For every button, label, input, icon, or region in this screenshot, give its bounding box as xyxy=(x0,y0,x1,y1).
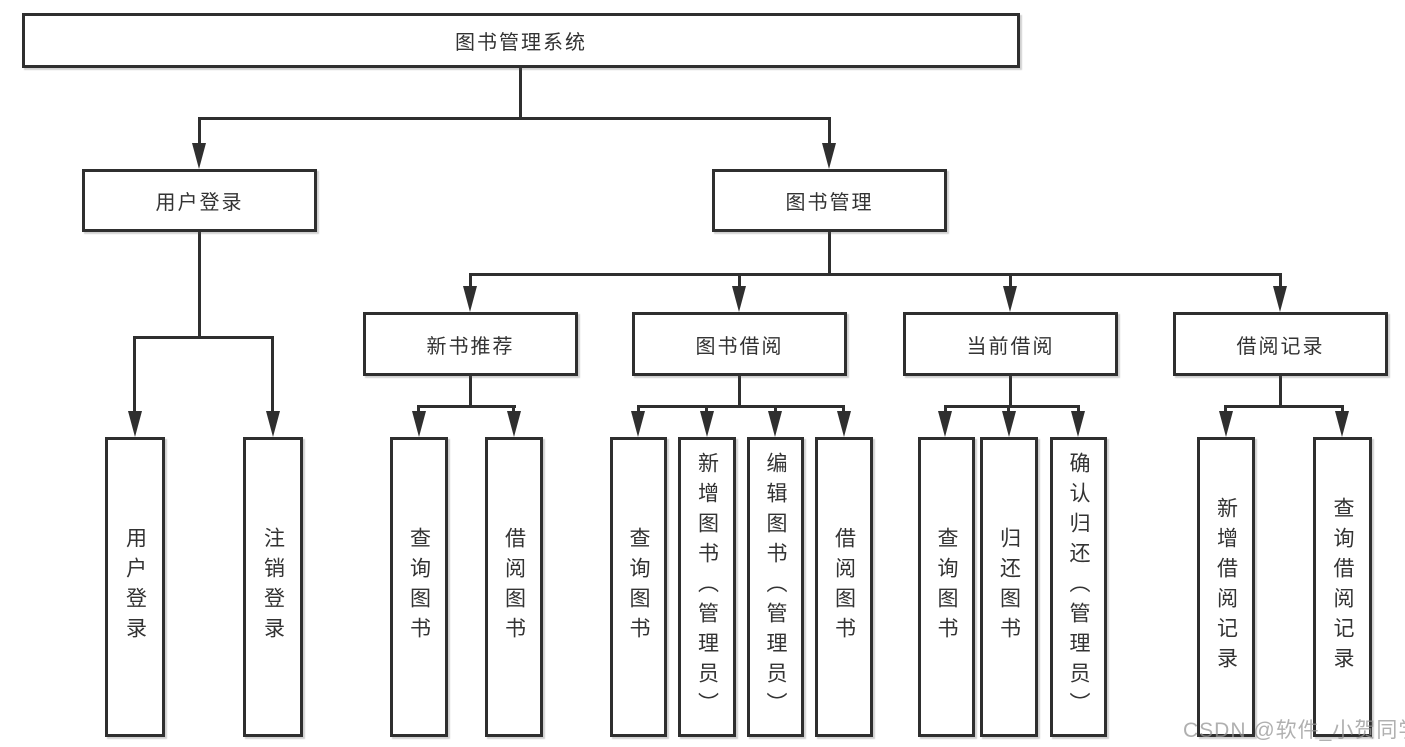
arrowhead-leaf-user-login xyxy=(128,411,142,437)
leaf-records-query: 查询借阅记录 xyxy=(1313,437,1372,737)
connector-arm-bb-edit xyxy=(774,405,777,412)
connector-arm-br-add xyxy=(1224,405,1227,412)
leaf-records-add: 新增借阅记录 xyxy=(1197,437,1255,737)
connector-mgmt-branch xyxy=(469,273,1281,276)
connector-records-stub xyxy=(1279,376,1282,408)
leaf-borrow-query-label: 查询图书 xyxy=(627,527,650,647)
arrowhead-nb-borrow xyxy=(507,411,521,437)
node-book-borrow-label: 图书借阅 xyxy=(695,335,784,358)
arrowhead-book-mgmt xyxy=(822,143,836,169)
connector-arm-book-borrow xyxy=(738,273,741,287)
leaf-current-return-label: 归还图书 xyxy=(997,527,1021,647)
node-book-mgmt: 图书管理 xyxy=(712,169,947,232)
arrowhead-bb-borrow xyxy=(837,411,851,437)
connector-root-stub xyxy=(519,68,522,119)
connector-mgmt-stub xyxy=(828,232,831,276)
connector-arm-borrow-records xyxy=(1279,273,1282,287)
arrowhead-cb-return xyxy=(1002,411,1016,437)
arrowhead-leaf-logout xyxy=(266,411,280,437)
arrowhead-bb-query xyxy=(631,411,645,437)
arrowhead-br-query xyxy=(1335,411,1349,437)
leaf-newbooks-query: 查询图书 xyxy=(390,437,448,737)
leaf-borrow-borrow: 借阅图书 xyxy=(815,437,873,737)
leaf-current-return: 归还图书 xyxy=(980,437,1038,737)
leaf-newbooks-borrow: 借阅图书 xyxy=(485,437,543,737)
connector-arm-bb-borrow xyxy=(842,405,845,412)
connector-currentborrow-branch xyxy=(944,405,1080,408)
connector-login-stub xyxy=(198,232,201,339)
leaf-newbooks-borrow-label: 借阅图书 xyxy=(502,527,526,647)
connector-arm-cb-return xyxy=(1007,405,1010,412)
leaf-logout: 注销登录 xyxy=(243,437,303,737)
leaf-borrow-add-label: 新增图书（管理员） xyxy=(695,452,719,722)
connector-newbooks-branch xyxy=(417,405,516,408)
leaf-logout-label: 注销登录 xyxy=(261,527,285,647)
connector-arm-leaf-logout xyxy=(271,336,274,412)
arrowhead-new-books xyxy=(463,286,477,312)
leaf-user-login: 用户登录 xyxy=(105,437,165,737)
node-borrow-records: 借阅记录 xyxy=(1173,312,1388,376)
arrowhead-book-borrow xyxy=(732,286,746,312)
node-new-books: 新书推荐 xyxy=(363,312,578,376)
leaf-borrow-edit: 编辑图书（管理员） xyxy=(747,437,804,737)
connector-arm-bb-add xyxy=(705,405,708,412)
arrowhead-borrow-records xyxy=(1273,286,1287,312)
connector-arm-current-borrow xyxy=(1009,273,1012,287)
connector-newbooks-stub xyxy=(469,376,472,408)
node-current-borrow-label: 当前借阅 xyxy=(966,335,1055,358)
connector-arm-nb-query xyxy=(417,405,420,412)
arrowhead-bb-add xyxy=(700,411,714,437)
connector-bookborrow-branch xyxy=(637,405,845,408)
node-new-books-label: 新书推荐 xyxy=(426,335,515,358)
connector-arm-new-books xyxy=(469,273,472,287)
arrowhead-bb-edit xyxy=(768,411,782,437)
connector-arm-cb-query xyxy=(944,405,947,412)
connector-arm-book-mgmt xyxy=(828,117,831,144)
node-borrow-records-label: 借阅记录 xyxy=(1236,335,1325,358)
leaf-borrow-query: 查询图书 xyxy=(610,437,667,737)
connector-currentborrow-stub xyxy=(1009,376,1012,408)
node-user-login: 用户登录 xyxy=(82,169,317,232)
connector-root-branch xyxy=(198,117,831,120)
leaf-records-add-label: 新增借阅记录 xyxy=(1214,497,1238,677)
connector-arm-user-login xyxy=(198,117,201,144)
leaf-newbooks-query-label: 查询图书 xyxy=(407,527,431,647)
connector-arm-br-query xyxy=(1341,405,1344,412)
leaf-current-query: 查询图书 xyxy=(918,437,975,737)
connector-arm-nb-borrow xyxy=(512,405,515,412)
leaf-borrow-borrow-label: 借阅图书 xyxy=(832,527,856,647)
leaf-current-confirm: 确认归还（管理员） xyxy=(1050,437,1107,737)
leaf-current-confirm-label: 确认归还（管理员） xyxy=(1067,452,1090,722)
connector-records-branch xyxy=(1224,405,1344,408)
arrowhead-user-login xyxy=(192,143,206,169)
connector-arm-bb-query xyxy=(637,405,640,412)
node-book-borrow: 图书借阅 xyxy=(632,312,847,376)
node-root-label: 图书管理系统 xyxy=(455,32,587,54)
connector-arm-leaf-user-login xyxy=(133,336,136,412)
leaf-records-query-label: 查询借阅记录 xyxy=(1331,497,1354,677)
node-root: 图书管理系统 xyxy=(22,13,1020,68)
csdn-watermark: CSDN @软件_小贺同学 xyxy=(1183,719,1405,742)
leaf-borrow-add: 新增图书（管理员） xyxy=(678,437,736,737)
node-current-borrow: 当前借阅 xyxy=(903,312,1118,376)
arrowhead-nb-query xyxy=(412,411,426,437)
arrowhead-cb-confirm xyxy=(1071,411,1085,437)
node-user-login-label: 用户登录 xyxy=(155,192,244,214)
arrowhead-current-borrow xyxy=(1003,286,1017,312)
connector-login-branch xyxy=(133,336,274,339)
leaf-borrow-edit-label: 编辑图书（管理员） xyxy=(764,452,787,722)
connector-arm-cb-confirm xyxy=(1077,405,1080,412)
leaf-current-query-label: 查询图书 xyxy=(935,527,958,647)
connector-bookborrow-stub xyxy=(738,376,741,408)
arrowhead-cb-query xyxy=(938,411,952,437)
node-book-mgmt-label: 图书管理 xyxy=(785,192,874,214)
arrowhead-br-add xyxy=(1219,411,1233,437)
leaf-user-login-label: 用户登录 xyxy=(123,527,147,647)
